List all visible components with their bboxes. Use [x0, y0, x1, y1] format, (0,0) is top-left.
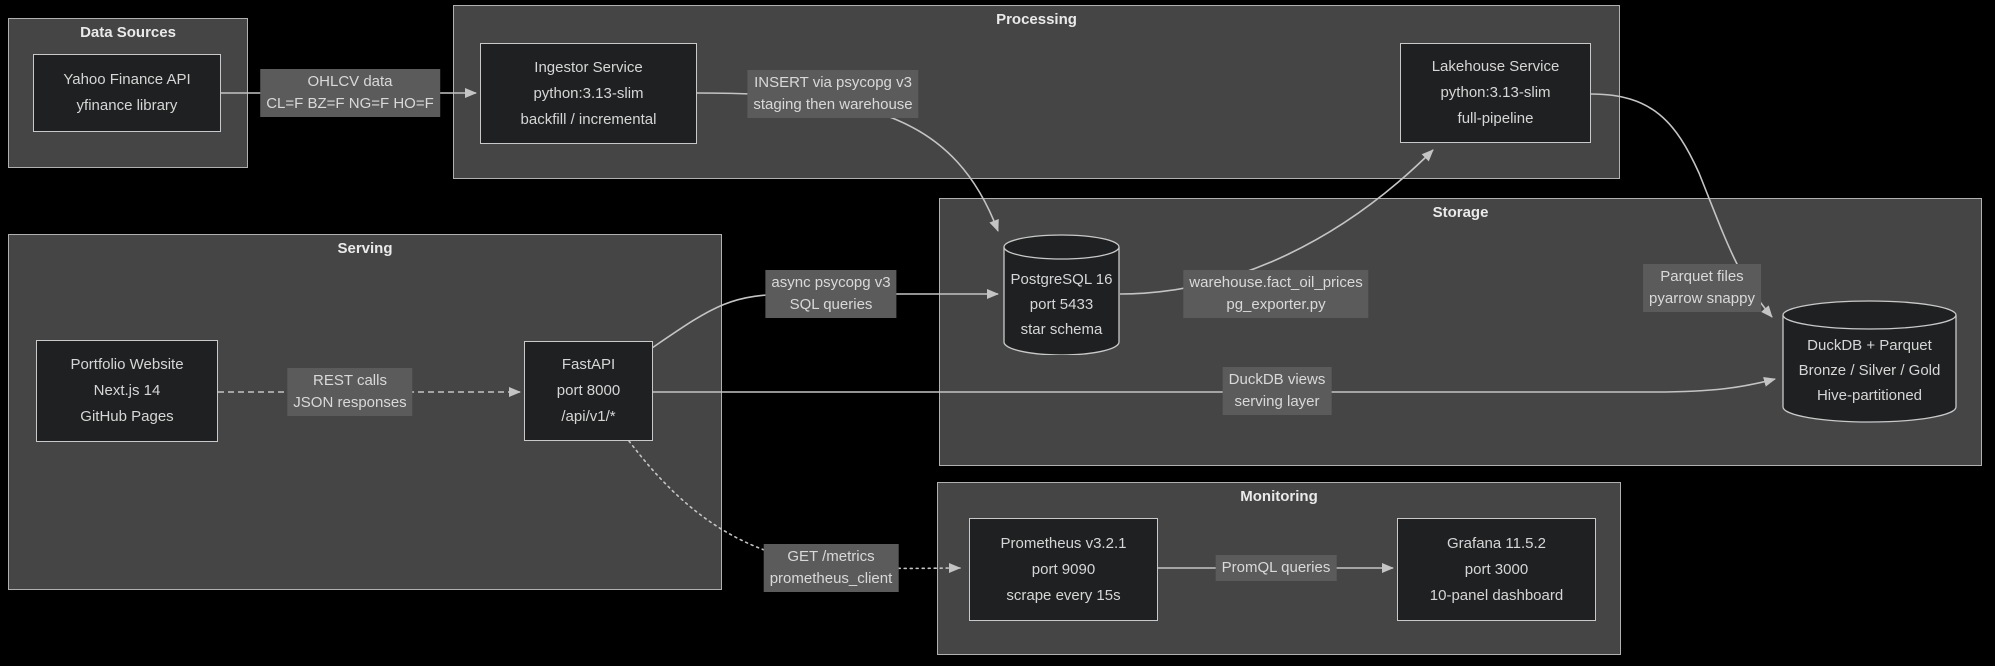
node-portfolio-website: Portfolio Website Next.js 14 GitHub Page…: [36, 340, 218, 442]
edge-label-promql: PromQL queries: [1215, 555, 1337, 581]
edge-label-async: async psycopg v3 SQL queries: [765, 270, 897, 318]
edge-label-line: DuckDB views: [1228, 371, 1326, 388]
node-ingestor-service: Ingestor Service python:3.13-slim backfi…: [480, 43, 697, 144]
edge-label-ohlcv: OHLCV data CL=F BZ=F NG=F HO=F: [260, 69, 440, 117]
node-line: port 8000: [556, 382, 621, 399]
node-line: full-pipeline: [1457, 110, 1534, 127]
node-line: GitHub Pages: [80, 408, 174, 425]
node-line: 10-panel dashboard: [1429, 586, 1564, 604]
database-text: DuckDB + Parquet Bronze / Silver / Gold …: [1782, 333, 1957, 408]
edge-label-insert: INSERT via psycopg v3 staging then wareh…: [747, 70, 919, 118]
edge-label-line: GET /metrics: [787, 548, 875, 565]
database-text: PostgreSQL 16 port 5433 star schema: [1003, 267, 1120, 342]
container-title-monitoring: Monitoring: [1240, 488, 1318, 505]
edge-label-line: serving layer: [1234, 393, 1320, 410]
node-line: Grafana 11.5.2: [1447, 534, 1546, 552]
edge-label-line: pg_exporter.py: [1226, 296, 1326, 313]
node-line: star schema: [1020, 321, 1103, 338]
node-line: Lakehouse Service: [1431, 58, 1560, 75]
node-yahoo-finance-api: Yahoo Finance API yfinance library: [33, 54, 221, 132]
node-line: /api/v1/*: [561, 408, 616, 425]
edge-label-line: prometheus_client: [769, 570, 893, 587]
node-line: python:3.13-slim: [533, 84, 644, 102]
node-line: Bronze / Silver / Gold: [1798, 362, 1941, 379]
edge-label-line: INSERT via psycopg v3: [754, 74, 912, 91]
database-cylinder-icon: [1003, 234, 1120, 355]
node-line: PostgreSQL 16: [1010, 271, 1113, 288]
node-line: port 3000: [1464, 560, 1529, 578]
node-line: FastAPI: [561, 356, 616, 373]
edge-label-duckdb-views: DuckDB views serving layer: [1222, 367, 1332, 415]
node-line: yfinance library: [76, 97, 178, 114]
edge-label-line: SQL queries: [789, 296, 873, 313]
node-fastapi: FastAPI port 8000 /api/v1/*: [524, 341, 653, 441]
edge-label-line: warehouse.fact_oil_prices: [1189, 274, 1363, 291]
edge-label-line: OHLCV data: [307, 73, 393, 90]
edge-label-line: PromQL queries: [1221, 559, 1331, 576]
node-prometheus: Prometheus v3.2.1 port 9090 scrape every…: [969, 518, 1158, 621]
edge-label-line: staging then warehouse: [753, 96, 913, 113]
edge-label-line: async psycopg v3: [771, 274, 891, 291]
node-grafana: Grafana 11.5.2 port 3000 10-panel dashbo…: [1397, 518, 1596, 621]
node-line: port 5433: [1029, 296, 1094, 313]
node-line: Ingestor Service: [534, 58, 643, 76]
edge-label-line: REST calls: [313, 372, 387, 389]
node-line: Hive-partitioned: [1816, 387, 1923, 404]
node-line: DuckDB + Parquet: [1807, 337, 1932, 354]
container-title-storage: Storage: [1432, 204, 1489, 221]
edge-label-get-metrics: GET /metrics prometheus_client: [763, 544, 899, 592]
container-title-serving: Serving: [337, 240, 393, 257]
edge-label-warehouse: warehouse.fact_oil_prices pg_exporter.py: [1183, 270, 1369, 318]
edge-label-line: Parquet files: [1660, 268, 1744, 285]
node-line: Yahoo Finance API: [63, 71, 191, 88]
node-line: Prometheus v3.2.1: [1000, 534, 1127, 552]
database-duckdb: DuckDB + Parquet Bronze / Silver / Gold …: [1782, 300, 1957, 423]
node-line: port 9090: [1031, 560, 1096, 578]
edge-label-line: JSON responses: [293, 394, 407, 411]
database-cylinder-icon: [1782, 300, 1957, 423]
edge-label-line: pyarrow snappy: [1649, 290, 1755, 307]
edge-postgres-to-lakehouse: [1119, 149, 1434, 295]
node-line: Next.js 14: [93, 382, 161, 399]
container-title-data-sources: Data Sources: [80, 24, 176, 41]
edge-fastapi-to-duckdb: [653, 377, 1776, 393]
node-line: python:3.13-slim: [1440, 84, 1551, 101]
container-title-processing: Processing: [996, 11, 1077, 28]
edge-label-rest: REST calls JSON responses: [287, 368, 413, 416]
node-line: Portfolio Website: [70, 356, 184, 373]
node-line: backfill / incremental: [520, 110, 657, 128]
edge-label-parquet: Parquet files pyarrow snappy: [1643, 264, 1761, 312]
node-lakehouse-service: Lakehouse Service python:3.13-slim full-…: [1400, 43, 1591, 143]
edge-label-line: CL=F BZ=F NG=F HO=F: [266, 95, 434, 112]
node-line: scrape every 15s: [1006, 586, 1121, 604]
database-postgres: PostgreSQL 16 port 5433 star schema: [1003, 234, 1120, 355]
